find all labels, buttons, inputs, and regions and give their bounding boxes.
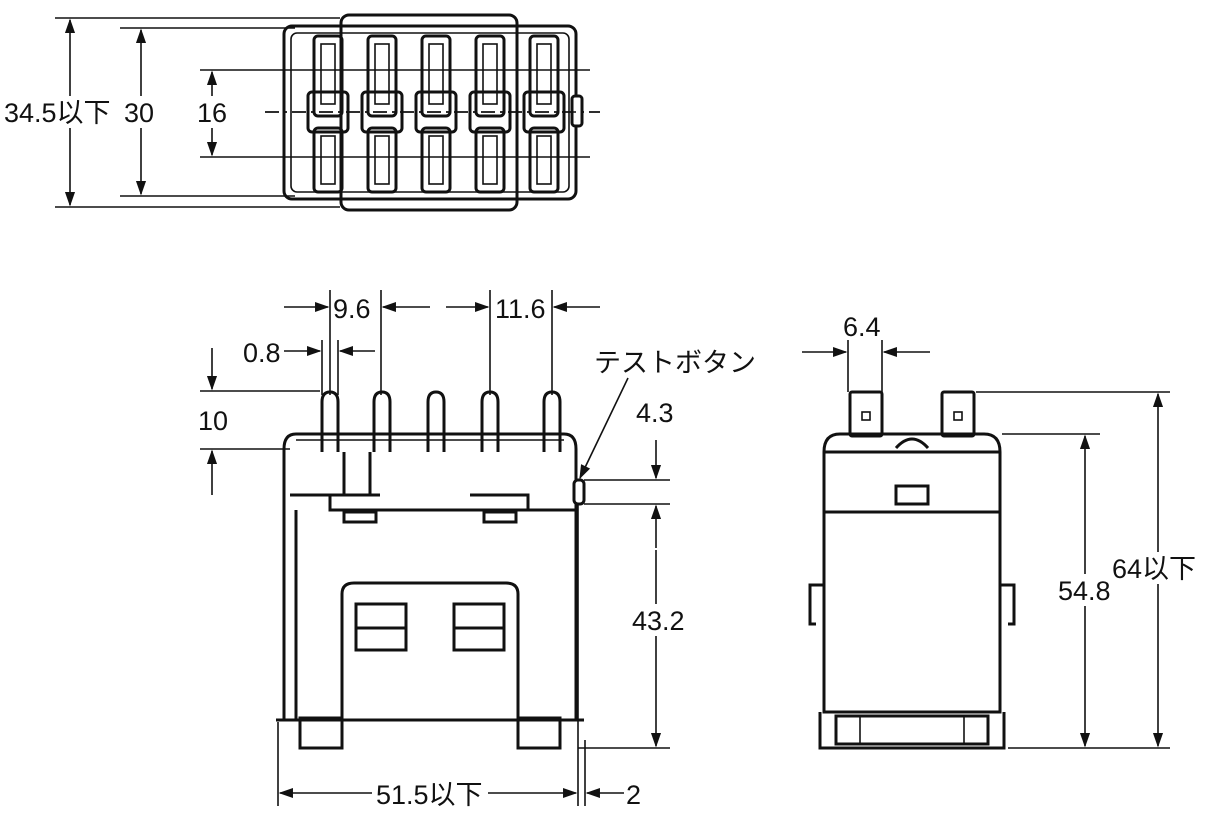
dim-offset-label: 2 (626, 780, 641, 810)
dim-body-height-label: 43.2 (632, 606, 685, 636)
side-terminal-left (848, 390, 884, 438)
dim-inner-span-label: 16 (197, 98, 227, 128)
dim-case-height-label: 54.8 (1058, 576, 1111, 606)
top-terminals (306, 34, 566, 194)
test-button-label: テストボタン (594, 348, 756, 378)
front-body-outline (282, 432, 578, 722)
dim-total-height-label: 64以下 (1112, 554, 1196, 584)
top-view: 34.5以下 30 16 (2, 13, 600, 212)
dim-terminal-width-label: 6.4 (843, 312, 881, 342)
dim-terminal-thickness-label: 0.8 (243, 338, 281, 368)
side-view: 6.4 54.8 64以下 (802, 312, 1206, 750)
front-terminals (320, 390, 562, 452)
side-body-outline (822, 432, 1002, 714)
front-view: 9.6 11.6 0.8 10 (196, 290, 756, 810)
dim-pitch-right-label: 11.6 (495, 294, 546, 324)
side-terminal-right (940, 390, 976, 438)
dim-width-label: 51.5以下 (376, 780, 483, 810)
dim-button-height-label: 4.3 (636, 398, 674, 428)
test-button (572, 478, 586, 506)
dim-overall-height-label: 34.5以下 (4, 98, 111, 128)
dim-terminal-span-label: 30 (124, 98, 154, 128)
dim-pitch-left-label: 9.6 (333, 294, 371, 324)
dim-terminal-length-label: 10 (198, 406, 228, 436)
